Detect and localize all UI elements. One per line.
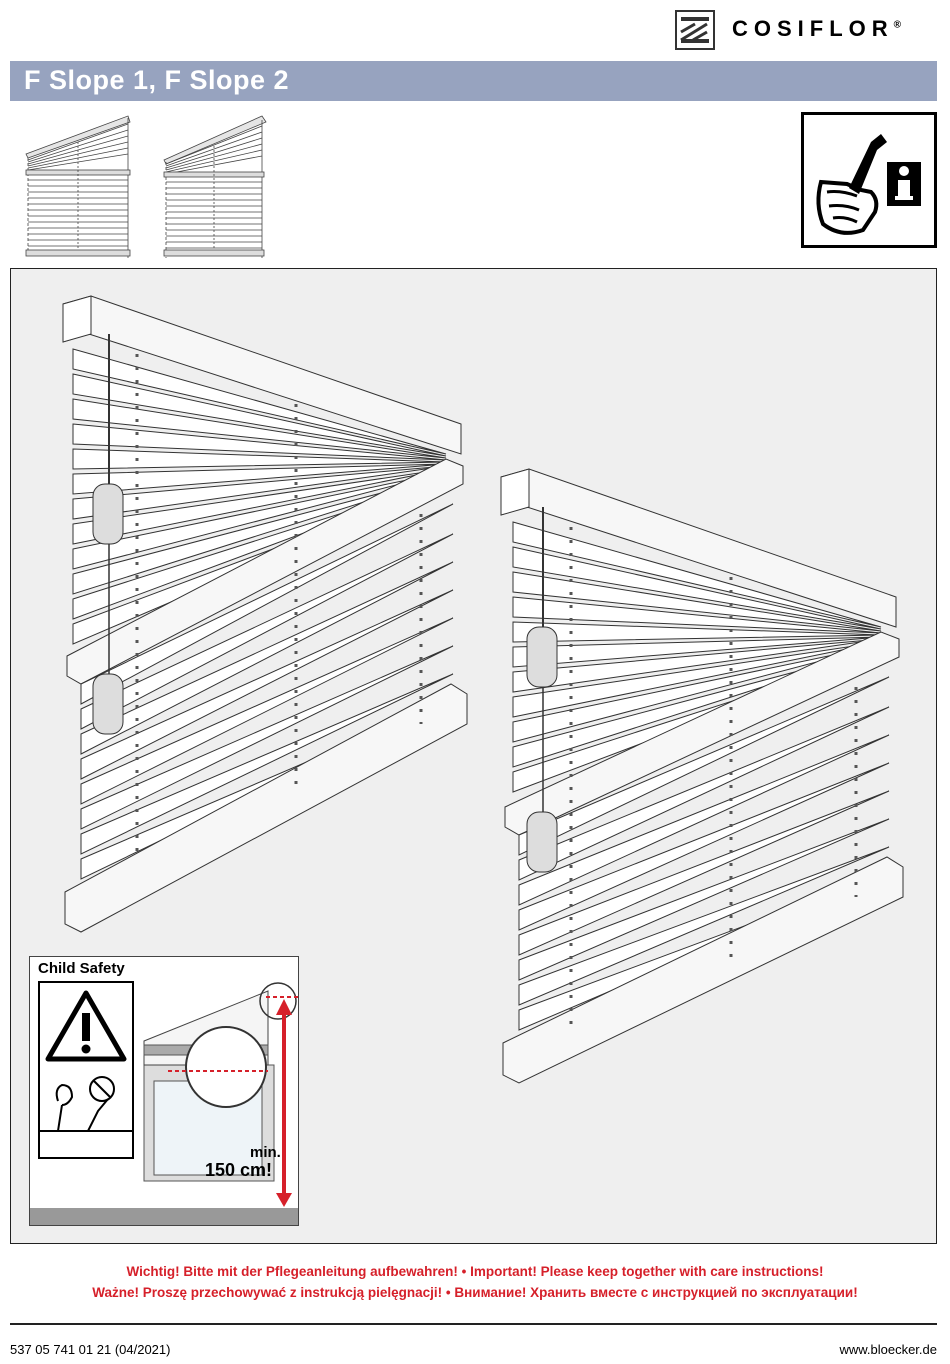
warning-triangle-icon: [38, 981, 134, 1159]
blind-illustration-f-slope-2: [500, 468, 904, 1084]
floor-bar: [30, 1208, 298, 1225]
footer-divider: [10, 1323, 937, 1325]
page-title: F Slope 1, F Slope 2: [24, 65, 290, 95]
cosiflor-logo-icon: [675, 10, 715, 50]
care-note-line-2: Ważne! Proszę przechowywać z instrukcją …: [92, 1285, 858, 1300]
document-code: 537 05 741 01 21 (04/2021): [10, 1342, 171, 1357]
thumbnail-f-slope-1: [25, 115, 131, 258]
child-safety-title: Child Safety: [38, 960, 125, 977]
brand-name: COSIFLOR®: [732, 16, 902, 41]
window-diagram: [143, 982, 298, 1207]
title-bar: F Slope 1, F Slope 2: [10, 61, 937, 101]
screwdriver-info-icon: [801, 112, 937, 248]
website-link[interactable]: www.bloecker.de: [839, 1342, 937, 1357]
thumbnail-f-slope-2: [163, 115, 267, 258]
care-note-line-1: Wichtig! Bitte mit der Pflegeanleitung a…: [126, 1264, 824, 1279]
distance-label: 150 cm!: [205, 1160, 273, 1180]
child-safety-box: Child Safety min. 150 cm!: [29, 956, 299, 1226]
blind-illustration-f-slope-1: [62, 295, 468, 933]
min-label: min.: [250, 1144, 281, 1161]
